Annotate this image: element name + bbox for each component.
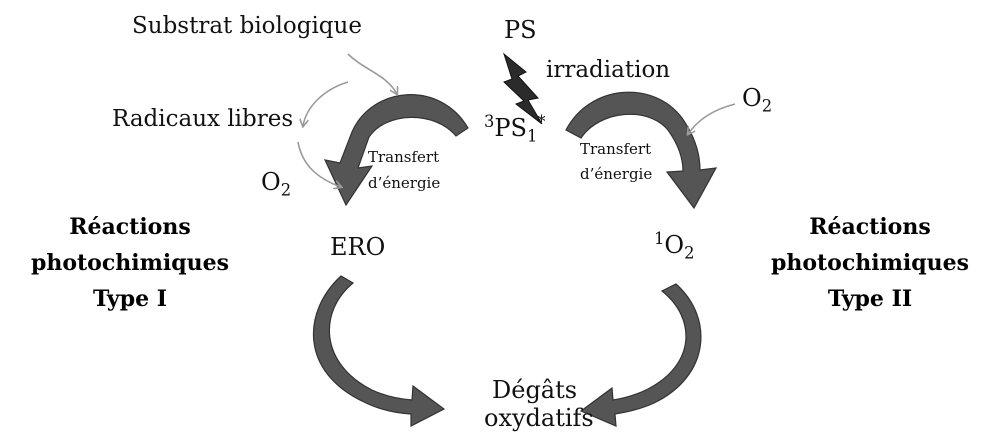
type2-title-line3: Type II: [827, 286, 913, 312]
type2-title-line2: photochimiques: [770, 250, 970, 276]
irradiation-label: irradiation: [546, 57, 671, 83]
damage-line1: Dégâts: [492, 376, 578, 404]
o2-right-label: O2: [742, 84, 773, 116]
ps-triplet-label: 3PS1*: [484, 112, 546, 146]
thin-arrow-to-radicals: [303, 81, 349, 126]
transfer-left-line1: Transfert: [368, 148, 440, 166]
singlet-oxygen-label: 1O2: [654, 229, 695, 263]
thin-arrow-substrate: [347, 53, 397, 94]
type1-title: Réactions photochimiques Type I: [20, 209, 240, 317]
type1-title-line3: Type I: [92, 286, 168, 312]
transfer-right-line2: d’énergie: [580, 165, 653, 183]
type1-title-line1: Réactions: [69, 214, 191, 240]
curved-arrow-singlet-to-damage: [579, 283, 702, 427]
curved-arrow-ero-to-damage: [312, 275, 446, 427]
transfer-left-line2: d’énergie: [368, 174, 441, 192]
type2-title-line1: Réactions: [809, 214, 931, 240]
thin-arrow-o2-right: [688, 103, 736, 134]
curved-arrow-type1-transfer: [323, 94, 469, 207]
damage-line2: oxydatifs: [484, 404, 594, 432]
radicals-label: Radicaux libres: [112, 106, 294, 132]
curved-arrow-type2-transfer: [565, 91, 718, 210]
ero-label: ERO: [330, 233, 386, 261]
ps-label: PS: [504, 16, 537, 44]
type1-title-line2: photochimiques: [30, 250, 230, 276]
lightning-bolt-icon: [503, 52, 543, 125]
thin-arrow-radicals-to-shaft: [297, 141, 341, 187]
substrate-label: Substrat biologique: [132, 13, 362, 39]
o2-left-label: O2: [261, 168, 292, 200]
transfer-right-line1: Transfert: [580, 140, 652, 158]
type2-title: Réactions photochimiques Type II: [760, 209, 980, 317]
